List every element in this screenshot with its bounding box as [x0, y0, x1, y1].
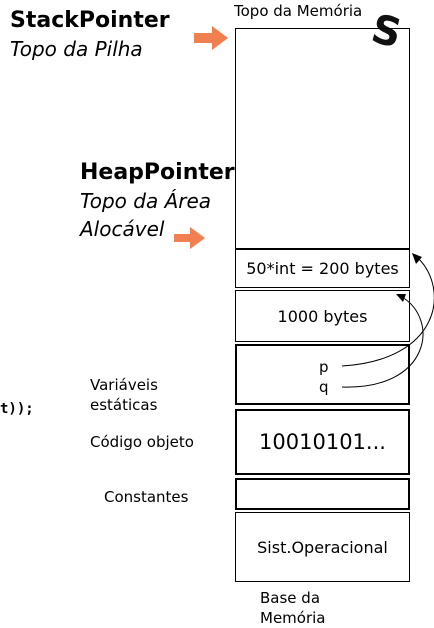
heap-block-1000-bytes: 1000 bytes: [235, 290, 410, 342]
heap-pointer-subtitle-line1: Topo da Área: [80, 189, 212, 213]
heap-pointer-subtitle-line2: Alocável: [80, 217, 165, 241]
object-code-block: 10010101...: [235, 409, 410, 475]
memory-base-label: Base da Memória: [260, 588, 326, 628]
static-variables-block: p q: [235, 344, 410, 405]
memory-base-label-line1: Base da: [260, 589, 321, 607]
constants-block: [235, 478, 410, 510]
stack-pointer-title: StackPointer: [10, 8, 170, 33]
stack-pointer-arrow: [194, 26, 228, 50]
pointer-p-arrowhead: [412, 253, 422, 264]
object-code-value: 10010101...: [259, 430, 386, 454]
code-fragment: t));: [0, 401, 34, 417]
variable-p-label: p: [319, 358, 329, 376]
object-code-label: Código objeto: [90, 433, 194, 451]
heap-pointer-title: HeapPointer: [80, 160, 235, 185]
constants-label: Constantes: [104, 488, 189, 506]
static-vars-label-line1: Variáveis: [90, 376, 158, 394]
memory-top-label: Topo da Memória: [234, 2, 363, 20]
memory-base-label-line2: Memória: [260, 609, 326, 627]
heap-pointer-arrow: [174, 227, 205, 249]
heap-block-1000-label: 1000 bytes: [277, 306, 368, 326]
static-vars-label-line2: estáticas: [90, 396, 158, 414]
operating-system-block: Sist.Operacional: [235, 512, 410, 582]
variable-q-label: q: [319, 378, 329, 396]
heap-block-200-label: 50*int = 200 bytes: [246, 258, 399, 278]
stack-region: [235, 28, 410, 250]
stack-pointer-subtitle: Topo da Pilha: [10, 37, 143, 61]
operating-system-label: Sist.Operacional: [257, 537, 388, 557]
heap-block-200-bytes: 50*int = 200 bytes: [235, 248, 410, 288]
